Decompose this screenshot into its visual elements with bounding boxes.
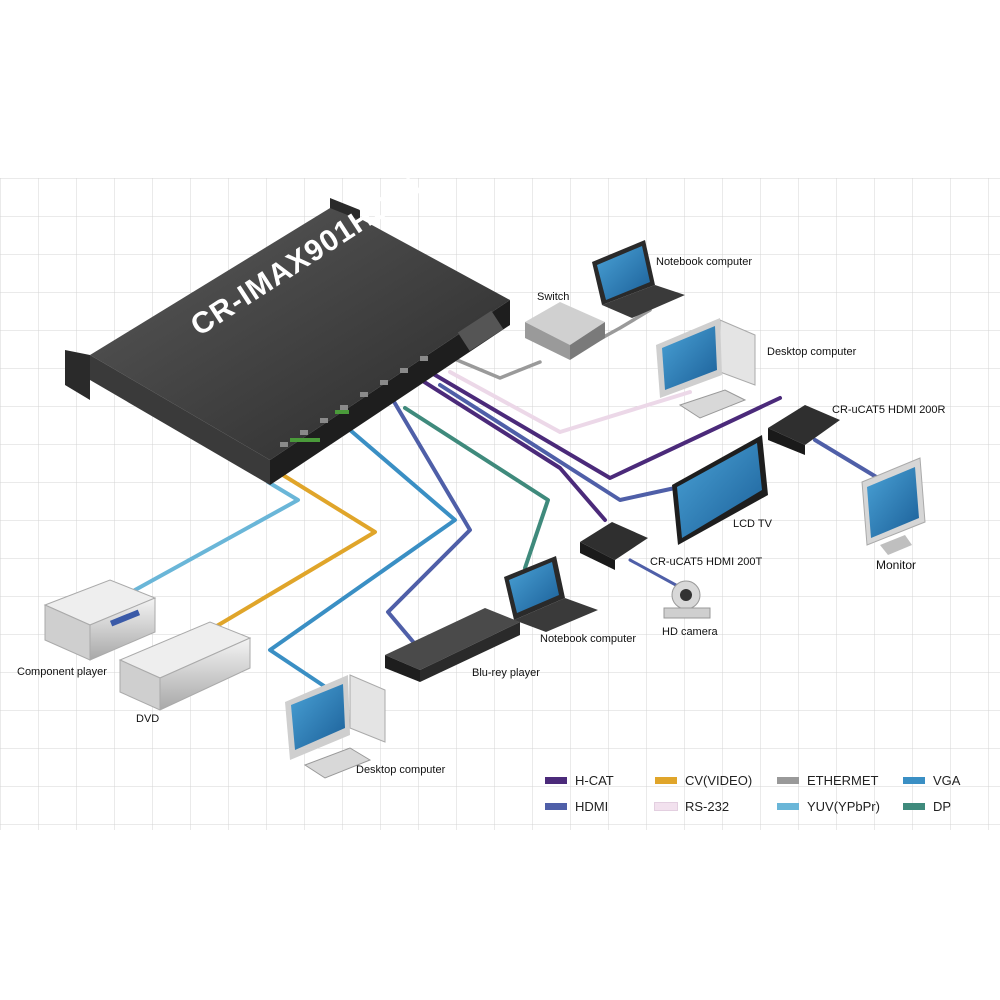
label-bluray: Blu-rey player: [472, 667, 540, 679]
legend-item-vga: VGA: [903, 772, 960, 788]
legend: H-CAT CV(VIDEO) ETHERMET VGA HDMI RS-232…: [545, 770, 985, 820]
hd-camera-device: [663, 580, 711, 619]
cable-hcat-receiver: [428, 370, 782, 480]
legend-label: DP: [933, 798, 952, 814]
legend-item-hdmi: HDMI: [545, 798, 608, 814]
legend-item-rs232: RS-232: [654, 798, 730, 814]
legend-swatch: [654, 801, 678, 811]
legend-swatch: [777, 802, 799, 810]
monitor-device: [861, 457, 926, 555]
label-notebook-mid: Notebook computer: [540, 633, 636, 645]
label-switch: Switch: [537, 291, 570, 303]
legend-label: RS-232: [685, 798, 730, 814]
label-monitor: Monitor: [876, 558, 917, 572]
label-hd-camera: HD camera: [662, 626, 718, 638]
legend-label: YUV(YPbPr): [807, 798, 880, 814]
label-lcd-tv: LCD TV: [733, 518, 772, 530]
cable-cv-dvd: [208, 470, 377, 632]
label-desktop-right: Desktop computer: [767, 346, 857, 358]
cable-hdmi-tv: [438, 383, 677, 502]
cable-hdmi-monitor: [813, 438, 880, 480]
matrix-device: [65, 198, 510, 485]
legend-item-ethernet: ETHERMET: [777, 772, 879, 788]
legend-label: CV(VIDEO): [685, 772, 753, 788]
legend-swatch: [777, 776, 799, 784]
cable-dp-notebook: [403, 406, 550, 570]
legend-item-hcat: H-CAT: [545, 772, 614, 788]
label-component-player: Component player: [17, 666, 107, 678]
label-desktop-bottom: Desktop computer: [356, 764, 446, 776]
legend-label: ETHERMET: [807, 772, 879, 788]
cable-rs232-desktop: [448, 370, 692, 434]
grid-background: [0, 178, 1000, 830]
lcd-tv-device: [672, 435, 768, 545]
legend-item-cv: CV(VIDEO): [655, 772, 752, 788]
cable-hdmi-bluray: [386, 393, 472, 652]
transmitter-device: [580, 522, 648, 570]
cable-vga-desktop: [268, 428, 457, 692]
legend-swatch: [903, 776, 925, 784]
legend-item-dp: DP: [903, 798, 951, 814]
legend-swatch: [545, 802, 567, 810]
legend-label: VGA: [933, 772, 961, 788]
cable-hcat-transmitter: [416, 376, 607, 522]
cable-yuv-component: [133, 480, 300, 592]
legend-item-yuv: YUV(YPbPr): [777, 798, 880, 814]
label-receiver: CR-uCAT5 HDMI 200R: [832, 404, 946, 416]
notebook-top-device: [592, 240, 685, 318]
cable-ethernet-switch: [443, 353, 542, 380]
legend-label: H-CAT: [575, 772, 614, 788]
legend-swatch: [903, 802, 925, 810]
legend-label: HDMI: [575, 798, 609, 814]
label-dvd: DVD: [136, 713, 160, 725]
desktop-right-device: [656, 318, 756, 419]
cables: [133, 308, 880, 692]
bluray-device: [385, 608, 520, 682]
legend-swatch: [655, 776, 677, 784]
label-notebook-top: Notebook computer: [656, 256, 752, 268]
desktop-bottom-device: [285, 674, 386, 779]
label-transmitter: CR-uCAT5 HDMI 200T: [650, 556, 763, 568]
dvd-device: [118, 621, 252, 711]
notebook-mid-device: [504, 556, 598, 632]
switch-device: [525, 302, 605, 360]
legend-swatch: [545, 776, 567, 784]
component-player-device: [43, 579, 157, 661]
receiver-device: [768, 405, 840, 455]
